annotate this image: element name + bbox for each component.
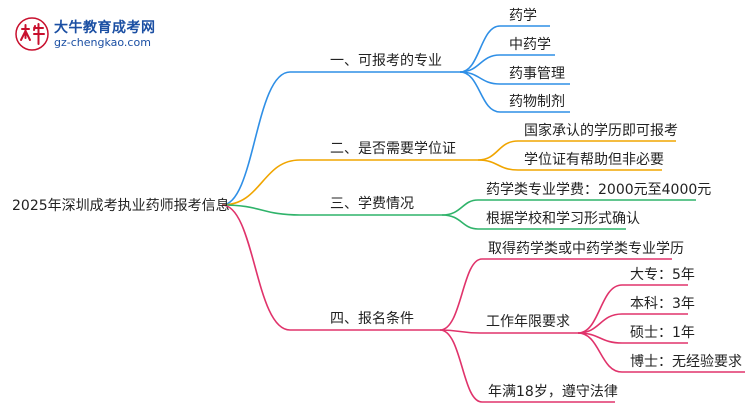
connector-root-branch-4 bbox=[221, 204, 440, 331]
branch-2-label: 二、是否需要学位证 bbox=[330, 141, 456, 157]
site-logo[interactable]: 大牛教育成考网 gz-chengkao.com bbox=[14, 16, 184, 60]
connector-b4-c3 bbox=[439, 329, 615, 403]
branch-4-item: 工作年限要求 bbox=[486, 314, 570, 330]
logo-title: 大牛教育成考网 bbox=[54, 20, 156, 36]
connector-b1-c2 bbox=[459, 54, 555, 73]
logo-url: gz-chengkao.com bbox=[54, 36, 151, 49]
branch-1-label: 一、可报考的专业 bbox=[330, 53, 442, 69]
connector-b3-c1 bbox=[441, 199, 696, 216]
connector-root-branch-3 bbox=[221, 204, 442, 216]
connector-b2-c2 bbox=[477, 159, 662, 171]
connector-b1-c4 bbox=[459, 71, 570, 113]
connector-root-branch-2 bbox=[221, 159, 478, 206]
branch-4-item: 取得药学类或中药学类专业学历 bbox=[488, 241, 684, 257]
branch-2-item: 学位证有帮助但非必要 bbox=[524, 152, 664, 168]
branch-3-item: 药学类专业学费：2000元至4000元 bbox=[486, 182, 712, 198]
connector-root-branch-1 bbox=[221, 71, 460, 206]
work-years-item: 硕士：1年 bbox=[630, 325, 695, 341]
connector-b2-c1 bbox=[477, 140, 676, 161]
branch-2-item: 国家承认的学历即可报考 bbox=[524, 123, 678, 139]
connector-b4-c1 bbox=[439, 258, 672, 331]
work-years-item: 博士：无经验要求 bbox=[630, 354, 742, 370]
branch-1-item: 药物制剂 bbox=[509, 94, 565, 110]
branch-4-label: 四、报名条件 bbox=[330, 311, 414, 327]
connector-b1-c1 bbox=[459, 25, 550, 73]
work-years-item: 大专：5年 bbox=[630, 267, 695, 283]
branch-3-label: 三、学费情况 bbox=[330, 196, 414, 212]
branch-3-item: 根据学校和学习形式确认 bbox=[486, 211, 640, 227]
connector-work-4 bbox=[577, 332, 745, 373]
connector-work-2 bbox=[577, 313, 688, 334]
connector-b3-c2 bbox=[441, 214, 626, 230]
logo-badge-icon bbox=[15, 17, 49, 51]
branch-1-item: 中药学 bbox=[509, 37, 551, 53]
connector-work-1 bbox=[577, 284, 688, 334]
connector-b4-c2 bbox=[439, 329, 578, 334]
work-years-item: 本科：3年 bbox=[630, 296, 695, 312]
mindmap-root: 2025年深圳成考执业药师报考信息 bbox=[12, 198, 230, 214]
branch-1-item: 药学 bbox=[509, 8, 537, 24]
branch-1-item: 药事管理 bbox=[509, 66, 565, 82]
branch-4-item: 年满18岁，遵守法律 bbox=[488, 384, 618, 400]
